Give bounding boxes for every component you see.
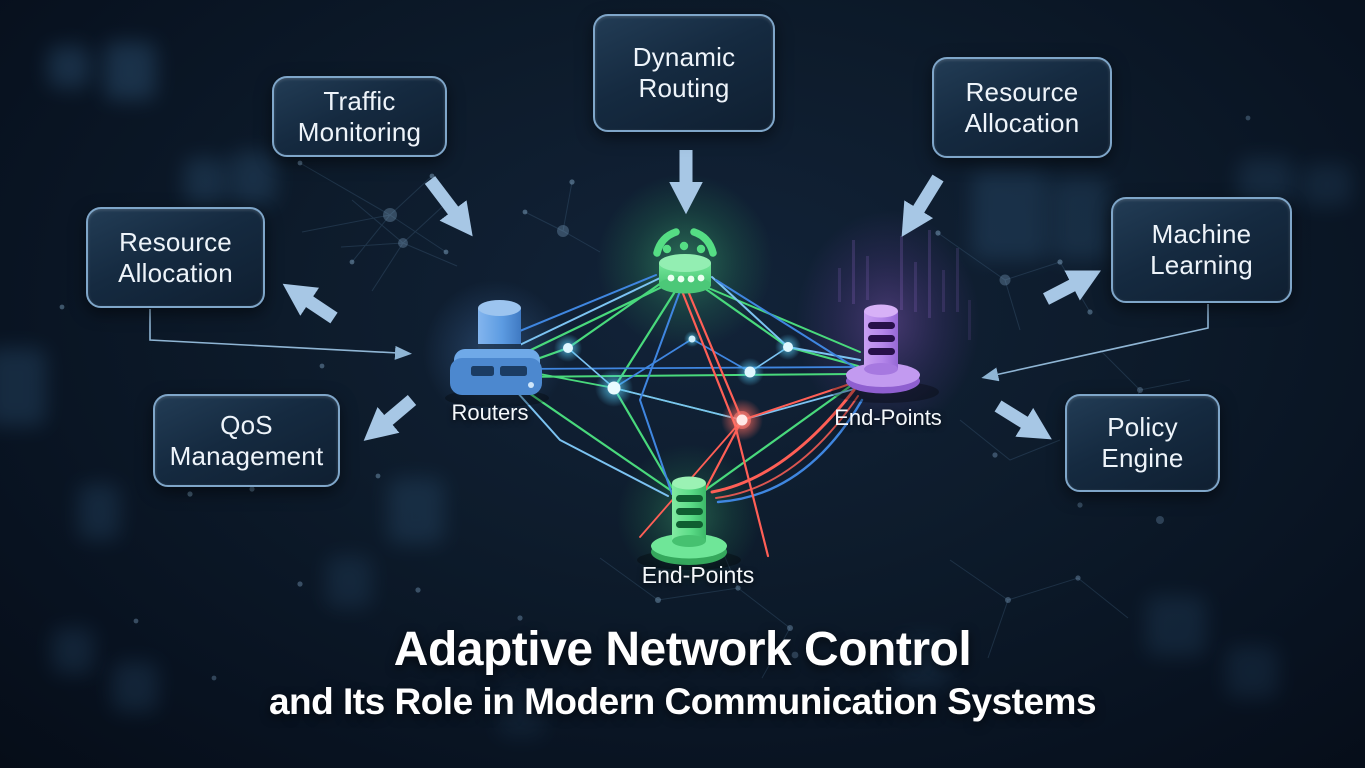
box-resource-allocation-left: Resource Allocation <box>86 207 265 308</box>
background-blob <box>388 478 444 544</box>
title-block: Adaptive Network Control and Its Role in… <box>0 622 1365 723</box>
background-blob <box>1238 158 1294 204</box>
box-label: Machine Learning <box>1150 219 1253 280</box>
background-blob <box>52 628 94 674</box>
arrow-policy-engine <box>994 400 1052 440</box>
endpoint-green-icon <box>637 476 741 570</box>
background-blob <box>112 662 158 712</box>
box-traffic-monitoring: Traffic Monitoring <box>272 76 447 157</box>
flow-arrows <box>282 150 1101 441</box>
signal-streaks <box>838 230 971 340</box>
background-blob <box>0 348 46 426</box>
connector-machine-learning <box>981 304 1209 382</box>
junction-nodes <box>524 331 801 441</box>
arrow-traffic-monitoring <box>424 176 473 237</box>
box-label: Resource Allocation <box>118 226 233 288</box>
wireless-hub-icon <box>653 228 717 294</box>
background-blob <box>1302 164 1352 206</box>
subtitle: and Its Role in Modern Communication Sys… <box>268 681 1097 722</box>
box-dynamic-routing: Dynamic Routing <box>593 14 775 132</box>
box-label: Traffic Monitoring <box>297 85 422 147</box>
background-blob <box>1226 646 1278 698</box>
endpoints-bottom-label: End-Points <box>641 562 755 588</box>
box-label: Resource Allocation <box>964 76 1080 138</box>
router-icon <box>445 300 549 407</box>
endpoint-purple-icon <box>831 304 939 403</box>
box-policy-engine: Policy Engine <box>1065 394 1220 492</box>
arrow-qos-management <box>363 395 417 441</box>
arrow-resource-allocation-top <box>901 174 944 237</box>
background-blob <box>498 692 544 738</box>
background-mesh-dots <box>59 44 1251 681</box>
endpoints-right-label: End-Points <box>834 405 942 430</box>
box-label: Policy Engine <box>1101 412 1184 473</box>
main-title: Adaptive Network Control <box>393 623 972 676</box>
background-blob <box>184 158 226 204</box>
blue-links <box>497 274 864 504</box>
background-blob <box>230 152 276 204</box>
routers-label: Routers <box>451 400 529 425</box>
background-blob <box>972 172 1048 260</box>
box-resource-allocation-top-right: Resource Allocation <box>932 57 1112 158</box>
background-blob <box>78 484 120 540</box>
background-blob <box>1052 178 1108 260</box>
box-qos-management: QoS Management <box>153 394 340 487</box>
connector-resource-allocation-left <box>149 309 412 360</box>
background-blob <box>326 556 372 608</box>
background-blob <box>1146 596 1206 656</box>
arrow-resource-allocation-left <box>282 283 338 324</box>
arrow-machine-learning <box>1043 270 1101 305</box>
box-label: Dynamic Routing <box>632 42 736 103</box>
background-blob <box>104 42 156 100</box>
background-mesh <box>299 162 1191 679</box>
box-label: QoS Management <box>169 409 324 471</box>
background-blob <box>48 46 90 88</box>
box-machine-learning: Machine Learning <box>1111 197 1292 303</box>
thin-connectors <box>149 304 1209 382</box>
background-blob <box>896 636 948 688</box>
